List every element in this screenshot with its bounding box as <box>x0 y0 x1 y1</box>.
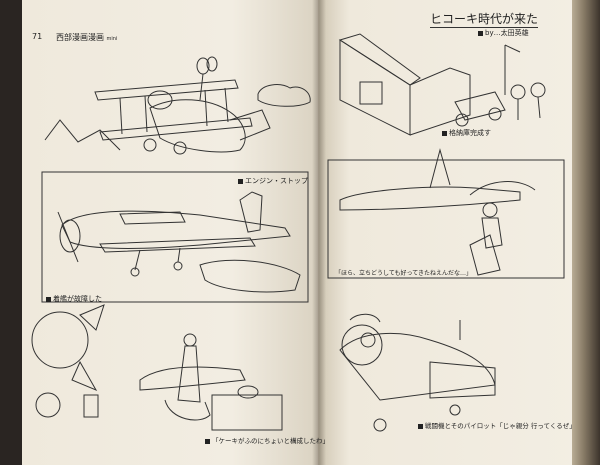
left-caption-1-text: エンジン・ストップ <box>245 177 308 185</box>
right-caption-1: 格納庫完成す <box>442 128 491 138</box>
article-byline-text: by…太田英雄 <box>485 29 529 37</box>
jetliner-illustration <box>339 148 536 276</box>
right-caption-3: 戦闘機とそのパイロット「じゃ親分 行ってくるぜ」 <box>418 420 576 430</box>
left-caption-3-text: 「ケーキがふのにちょいと構成したわ」 <box>212 437 329 445</box>
page-edge <box>572 0 600 465</box>
panel-frame <box>327 159 565 279</box>
hangar-illustration <box>338 33 546 136</box>
left-caption-1: エンジン・ストップ <box>238 176 308 186</box>
caption-marker <box>442 130 447 136</box>
propeller-lady-illustration <box>31 304 283 431</box>
book-gutter <box>312 0 326 465</box>
biplane-illustration <box>44 56 311 155</box>
caption-marker <box>46 296 51 302</box>
fighter-pilot-illustration <box>339 313 496 432</box>
right-caption-1-text: 格納庫完成す <box>449 129 491 137</box>
article-byline: by…太田英雄 <box>478 28 529 38</box>
right-caption-3-text: 戦闘機とそのパイロット「じゃ親分 行ってくるぜ」 <box>425 422 576 430</box>
monoplane-illustration <box>57 191 301 293</box>
article-title: ヒコーキ時代が来た <box>430 12 539 28</box>
left-caption-2: 着艦が故障した <box>46 294 102 304</box>
page-number: 71 <box>32 32 43 41</box>
left-caption-3: 「ケーキがふのにちょいと構成したわ」 <box>205 435 329 445</box>
right-caption-2: 「ほら、立ちどうしても好ってきたねえんだな…」 <box>335 270 473 277</box>
right-page <box>318 0 580 465</box>
panel-frame <box>41 171 309 303</box>
caption-marker <box>205 438 210 444</box>
left-caption-2-text: 着艦が故障した <box>53 295 102 303</box>
running-head-text: 西部漫画漫画 <box>56 33 104 42</box>
caption-marker <box>418 423 423 429</box>
caption-marker <box>238 178 243 184</box>
byline-marker <box>478 30 483 36</box>
running-head: 西部漫画漫画 mini <box>56 32 117 43</box>
running-head-tag: mini <box>106 36 118 42</box>
